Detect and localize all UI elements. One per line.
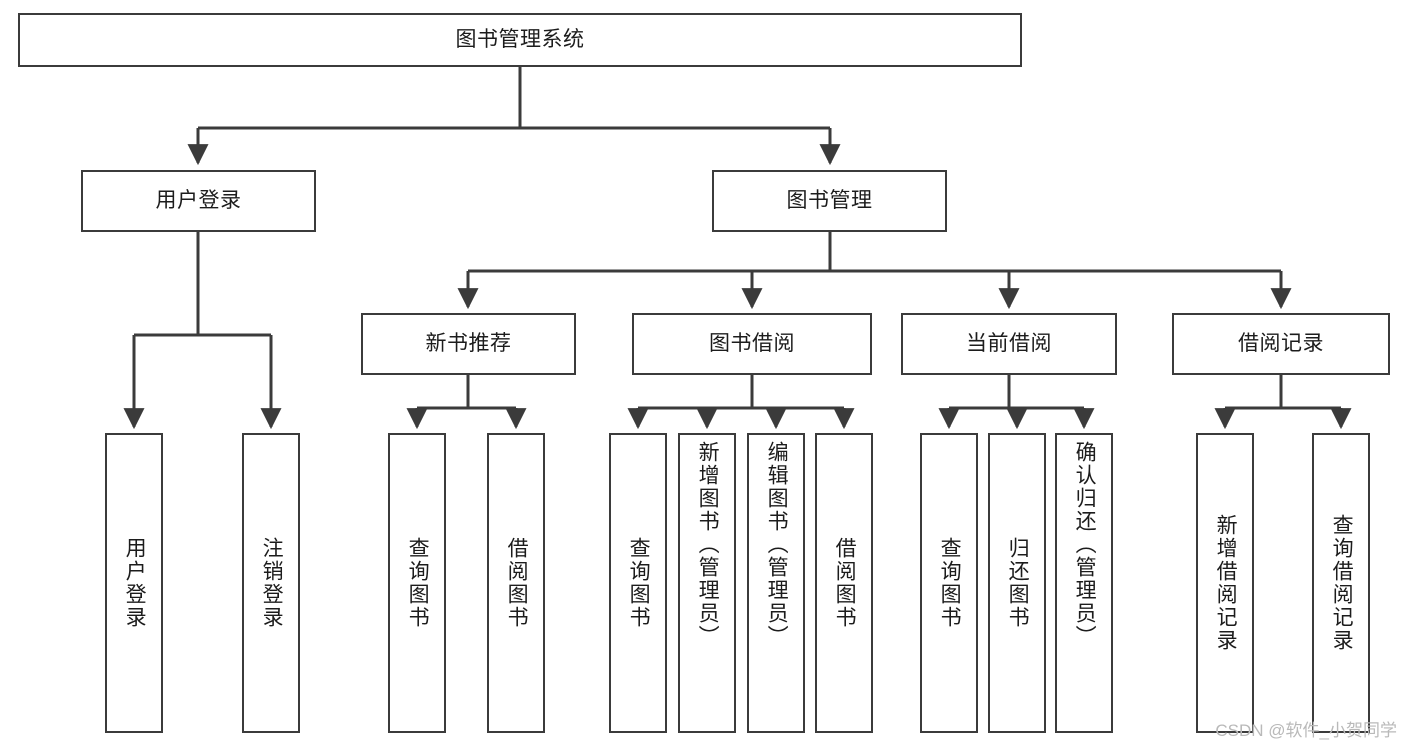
node-current-borrow-label: 当前借阅: [966, 331, 1052, 355]
node-borrow-record-label: 借阅记录: [1238, 331, 1324, 355]
leaf-add-record[interactable]: 新增借阅记录: [1196, 433, 1254, 733]
node-book-borrow[interactable]: 图书借阅: [632, 313, 872, 375]
leaf-borrow-book-1[interactable]: 借阅图书: [487, 433, 545, 733]
leaf-user-logout[interactable]: 注销登录: [242, 433, 300, 733]
leaf-confirm-return-label: 确认归还（管理员）: [1073, 441, 1097, 648]
leaf-user-login-label: 用户登录: [123, 537, 147, 629]
node-user-login-label: 用户登录: [155, 188, 242, 212]
leaf-query-record-label: 查询借阅记录: [1330, 514, 1354, 652]
leaf-edit-book[interactable]: 编辑图书（管理员）: [747, 433, 805, 733]
leaf-return-book-label: 归还图书: [1006, 537, 1030, 629]
leaf-add-book[interactable]: 新增图书（管理员）: [678, 433, 736, 733]
leaf-borrow-book-1-label: 借阅图书: [505, 537, 529, 629]
leaf-query-book-3-label: 查询图书: [938, 537, 962, 629]
leaf-query-book-1[interactable]: 查询图书: [388, 433, 446, 733]
leaf-return-book[interactable]: 归还图书: [988, 433, 1046, 733]
leaf-query-record[interactable]: 查询借阅记录: [1312, 433, 1370, 733]
leaf-user-logout-label: 注销登录: [260, 537, 284, 629]
leaf-add-book-label: 新增图书（管理员）: [696, 441, 720, 648]
leaf-query-book-1-label: 查询图书: [406, 537, 430, 629]
leaf-user-login[interactable]: 用户登录: [105, 433, 163, 733]
leaf-edit-book-label: 编辑图书（管理员）: [765, 441, 789, 648]
leaf-query-book-2[interactable]: 查询图书: [609, 433, 667, 733]
node-root-label: 图书管理系统: [455, 27, 585, 51]
node-current-borrow[interactable]: 当前借阅: [901, 313, 1117, 375]
leaf-query-book-2-label: 查询图书: [627, 537, 651, 629]
node-book-management-label: 图书管理: [786, 188, 873, 212]
node-user-login[interactable]: 用户登录: [81, 170, 316, 232]
node-root[interactable]: 图书管理系统: [18, 13, 1022, 67]
node-borrow-record[interactable]: 借阅记录: [1172, 313, 1390, 375]
leaf-add-record-label: 新增借阅记录: [1214, 514, 1238, 652]
node-new-book-recommend[interactable]: 新书推荐: [361, 313, 576, 375]
leaf-borrow-book-2[interactable]: 借阅图书: [815, 433, 873, 733]
leaf-confirm-return[interactable]: 确认归还（管理员）: [1055, 433, 1113, 733]
node-new-book-recommend-label: 新书推荐: [425, 331, 512, 355]
node-book-management[interactable]: 图书管理: [712, 170, 947, 232]
node-book-borrow-label: 图书借阅: [709, 331, 795, 355]
leaf-query-book-3[interactable]: 查询图书: [920, 433, 978, 733]
leaf-borrow-book-2-label: 借阅图书: [833, 537, 857, 629]
